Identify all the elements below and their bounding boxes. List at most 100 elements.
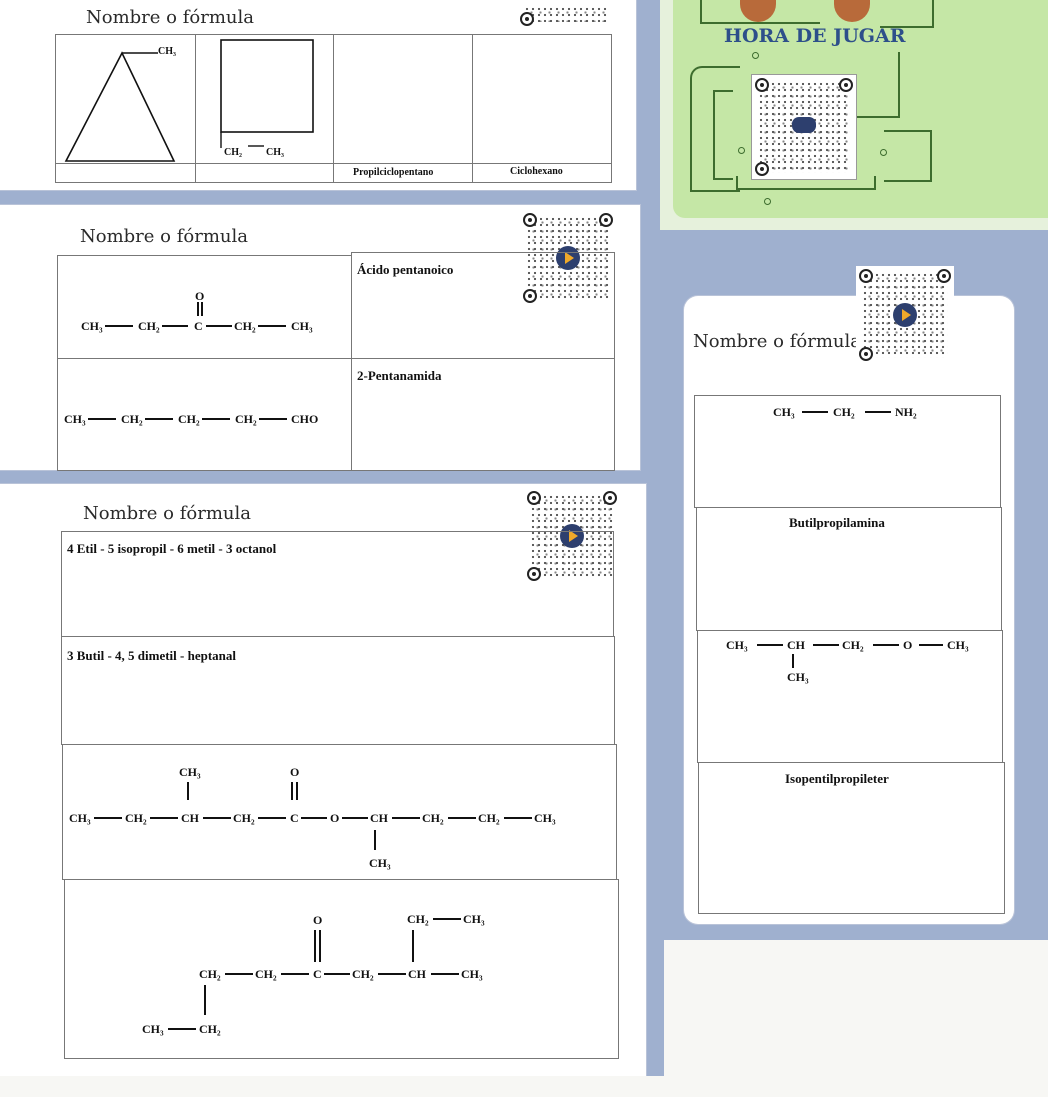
circuit-node-3 bbox=[880, 149, 887, 156]
f4-group-6: CH₃ bbox=[461, 967, 483, 981]
square-structure bbox=[220, 39, 314, 148]
section-4-heading: Nombre o fórmula bbox=[693, 331, 861, 352]
f3-bond-6 bbox=[342, 817, 368, 819]
f1-double-bond-b bbox=[201, 302, 203, 316]
circuit-node-4 bbox=[764, 198, 771, 205]
ciclohexano-label: Ciclohexano bbox=[510, 166, 563, 177]
play-icon bbox=[560, 524, 584, 548]
game-title: HORA DE JUGAR bbox=[724, 25, 906, 47]
f3-bond-3 bbox=[203, 817, 231, 819]
f6-group-4: O bbox=[903, 638, 913, 652]
f4-bottom-ch2: CH₂ bbox=[199, 1022, 221, 1036]
cell-row-divider bbox=[55, 163, 612, 164]
f2-group-2: CH₂ bbox=[121, 412, 143, 426]
f1-group-3: C bbox=[194, 319, 203, 333]
f6-bond-4 bbox=[919, 644, 943, 646]
f1-oxygen: O bbox=[195, 289, 205, 303]
f4-double-bond-b bbox=[319, 930, 321, 962]
section-2-heading: Nombre o fórmula bbox=[80, 226, 248, 247]
formula-cell-3 bbox=[333, 34, 473, 183]
f6-bond-2 bbox=[813, 644, 839, 646]
f3-group-1: CH₃ bbox=[69, 811, 91, 825]
f2-group-1: CH₃ bbox=[64, 412, 86, 426]
f2-bond-4 bbox=[259, 418, 287, 420]
qr-code-3[interactable] bbox=[524, 488, 620, 584]
section-3-heading: Nombre o fórmula bbox=[83, 503, 251, 524]
f4-top-right-ch3: CH₃ bbox=[463, 912, 485, 926]
qr-code-4[interactable] bbox=[856, 266, 954, 364]
butilpropilamina-label: Butilpropilamina bbox=[789, 515, 885, 530]
circuit-line-5 bbox=[713, 90, 733, 180]
f4-group-5: CH bbox=[408, 967, 426, 981]
f2-group-5: CHO bbox=[291, 412, 319, 426]
heptanal-name-label: 3 Butil - 4, 5 dimetil - heptanal bbox=[67, 648, 237, 663]
f4-bond-4 bbox=[378, 973, 406, 975]
f4-top-right-ch2: CH₂ bbox=[407, 912, 429, 926]
f6-group-5: CH₃ bbox=[947, 638, 969, 652]
f3-double-bond-b bbox=[296, 782, 298, 800]
f2-bond-1 bbox=[88, 418, 116, 420]
f3-group-6: O bbox=[330, 811, 340, 825]
f3-bond-7 bbox=[392, 817, 420, 819]
f3-bond-5 bbox=[301, 817, 327, 819]
f4-group-3: C bbox=[313, 967, 322, 981]
qr-code-2[interactable] bbox=[520, 210, 616, 306]
f3-branch-bond-top bbox=[187, 782, 189, 800]
triangle-structure bbox=[64, 51, 176, 162]
qr-code-1[interactable] bbox=[518, 0, 614, 28]
f1-bond-2 bbox=[162, 325, 188, 327]
f3-group-8: CH₂ bbox=[422, 811, 444, 825]
f2-group-4: CH₂ bbox=[235, 412, 257, 426]
f3-double-bond-a bbox=[291, 782, 293, 800]
f4-bottom-ch3: CH₃ bbox=[142, 1022, 164, 1036]
circuit-line-4 bbox=[690, 66, 740, 192]
f3-bottom-methyl: CH₃ bbox=[369, 856, 391, 870]
f1-group-2: CH₂ bbox=[138, 319, 160, 333]
f1-double-bond-a bbox=[197, 302, 199, 316]
f6-branch-bond bbox=[792, 654, 794, 668]
propilciclopentano-label: Propilciclopentano bbox=[353, 167, 434, 178]
octanol-name-label: 4 Etil - 5 isopropil - 6 metil - 3 octan… bbox=[67, 541, 277, 556]
isopentilpropileter-label: Isopentilpropileter bbox=[785, 771, 889, 786]
f3-bond-8 bbox=[448, 817, 476, 819]
f2-group-3: CH₂ bbox=[178, 412, 200, 426]
f4-bond-3 bbox=[324, 973, 350, 975]
f6-group-1: CH₃ bbox=[726, 638, 748, 652]
f3-group-5: C bbox=[290, 811, 299, 825]
f1-bond-4 bbox=[258, 325, 286, 327]
section-4-card bbox=[684, 296, 1014, 924]
f4-branch-bond-top bbox=[412, 930, 414, 962]
f1-bond-3 bbox=[206, 325, 232, 327]
f5-bond-2 bbox=[865, 411, 891, 413]
formula-cell-4 bbox=[472, 34, 612, 183]
methyl-label: CH₃ bbox=[158, 46, 176, 57]
ethyl-ch2-label: CH₂ bbox=[224, 147, 242, 158]
bottom-right-page-area bbox=[664, 940, 1048, 1076]
f3-group-9: CH₂ bbox=[478, 811, 500, 825]
f3-branch-bond-bottom bbox=[374, 830, 376, 850]
f5-bond-1 bbox=[802, 411, 828, 413]
f4-group-2: CH₂ bbox=[255, 967, 277, 981]
f1-group-5: CH₃ bbox=[291, 319, 313, 333]
boxing-glove-left-icon bbox=[740, 0, 776, 22]
circuit-line-6 bbox=[736, 176, 876, 190]
section-1-heading: Nombre o fórmula bbox=[86, 7, 254, 28]
s3-row4-cell bbox=[64, 879, 619, 1059]
f6-branch-methyl: CH₃ bbox=[787, 670, 809, 684]
f6-bond-1 bbox=[757, 644, 783, 646]
f4-group-4: CH₂ bbox=[352, 967, 374, 981]
f2-bond-2 bbox=[145, 418, 173, 420]
f3-bond-4 bbox=[258, 817, 286, 819]
circuit-line-2 bbox=[880, 0, 934, 28]
f3-bond-9 bbox=[504, 817, 532, 819]
f3-top-methyl: CH₃ bbox=[179, 765, 201, 779]
f6-group-3: CH₂ bbox=[842, 638, 864, 652]
f3-bond-2 bbox=[150, 817, 178, 819]
f4-bottom-bond bbox=[168, 1028, 196, 1030]
f4-top-oxygen: O bbox=[313, 913, 323, 927]
game-qr-code[interactable] bbox=[751, 74, 857, 180]
f3-bond-1 bbox=[94, 817, 122, 819]
play-icon bbox=[556, 246, 580, 270]
f3-group-2: CH₂ bbox=[125, 811, 147, 825]
circuit-node-1 bbox=[738, 147, 745, 154]
